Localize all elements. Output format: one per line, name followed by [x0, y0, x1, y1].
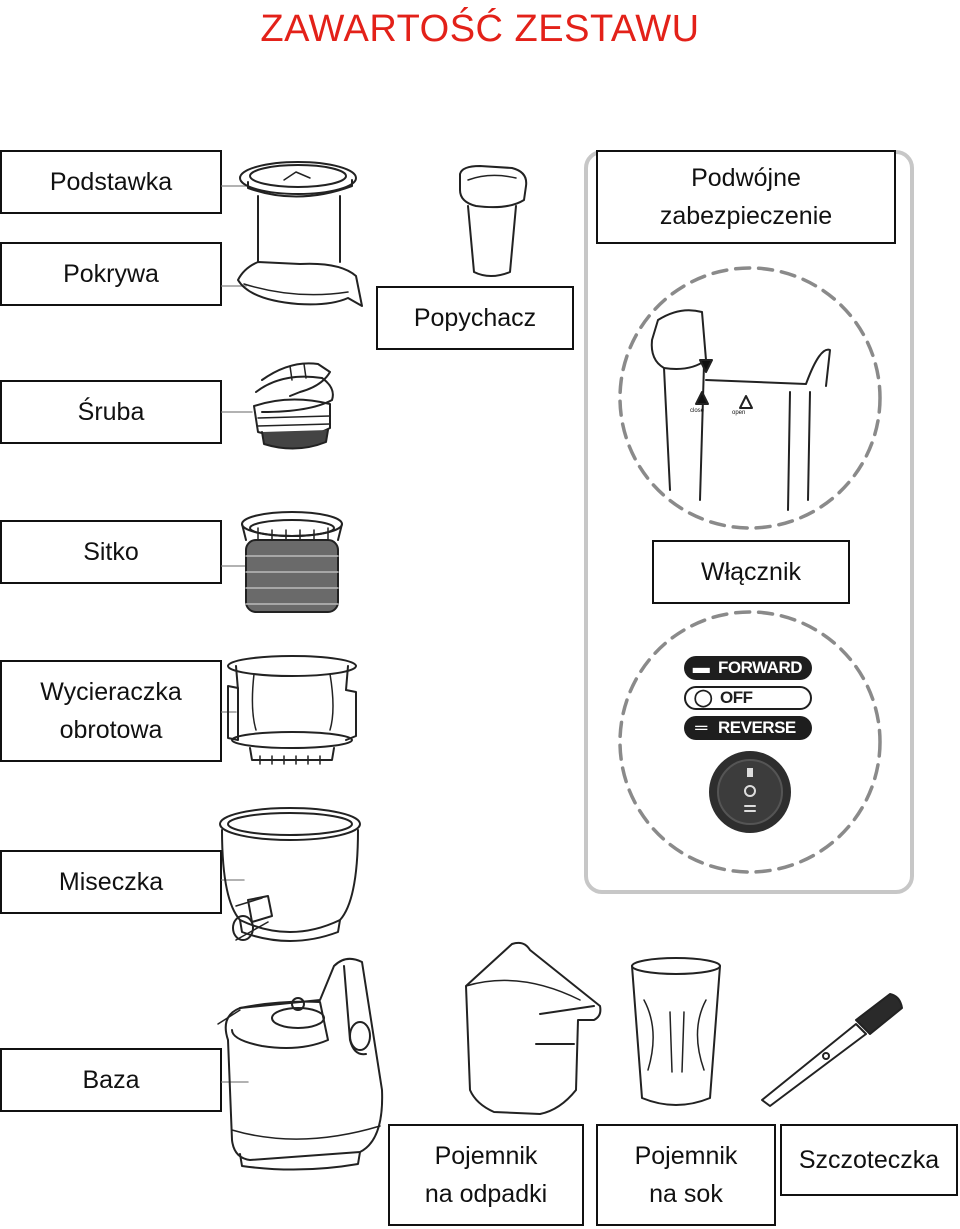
label-sruba: Śruba: [0, 380, 222, 444]
strainer-icon: [241, 511, 343, 613]
reverse-pill: ═ REVERSE: [684, 716, 812, 740]
wiper-icon: [227, 655, 357, 765]
bowl-icon: [219, 807, 361, 942]
switch-detail: [618, 610, 882, 874]
leader-lines: [221, 185, 253, 1083]
reverse-label: REVERSE: [718, 718, 796, 737]
svg-text:open: open: [732, 410, 745, 416]
label-pojemnik-sok: Pojemnik na sok: [596, 1124, 776, 1226]
forward-label: FORWARD: [718, 658, 803, 677]
label-podstawka: Podstawka: [0, 150, 222, 214]
label-sitko: Sitko: [0, 520, 222, 584]
label-miseczka: Miseczka: [0, 850, 222, 914]
pusher-icon: [459, 165, 528, 277]
safety-lock-detail: close open: [618, 266, 882, 530]
page-title: ZAWARTOŚĆ ZESTAWU: [260, 8, 700, 50]
label-pokrywa: Pokrywa: [0, 242, 222, 306]
lid-icon: [237, 161, 363, 307]
brush-icon: [761, 993, 903, 1107]
off-pill: ◯ OFF: [684, 686, 812, 710]
label-pojemnik-odpadki: Pojemnik na odpadki: [388, 1124, 584, 1226]
juice-cup-icon: [631, 957, 721, 1106]
svg-text:close: close: [690, 408, 705, 414]
forward-pill: ▬ FORWARD: [684, 656, 812, 680]
pulp-container-icon: [465, 941, 602, 1115]
label-wlacznik: Włącznik: [652, 540, 850, 604]
label-podwojne-zabezpieczenie: Podwójne zabezpieczenie: [596, 150, 896, 244]
off-label: OFF: [720, 688, 753, 707]
minus-icon: ▬: [692, 658, 710, 677]
motor-base-icon: [217, 957, 384, 1171]
label-wycieraczka: Wycieraczka obrotowa: [0, 660, 222, 762]
label-szczoteczka: Szczoteczka: [780, 1124, 958, 1196]
circle-icon: ◯: [693, 688, 713, 707]
label-baza: Baza: [0, 1048, 222, 1112]
double-line-icon: ═: [695, 718, 707, 737]
label-popychacz: Popychacz: [376, 286, 574, 350]
auger-icon: [253, 362, 334, 450]
